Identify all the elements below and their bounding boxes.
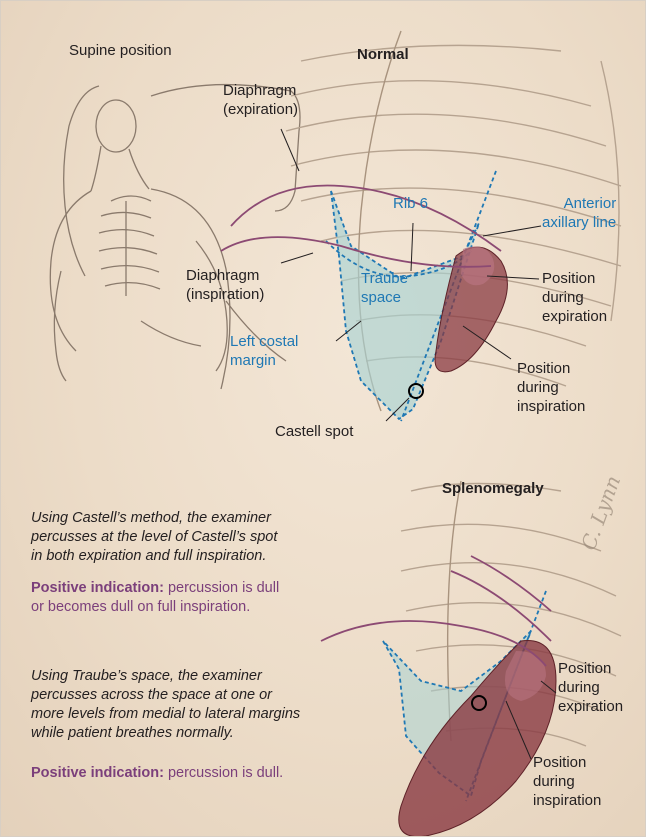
traube-positive-indication: Positive indication: percussion is dull.: [31, 764, 283, 783]
traube-method-text: Using Traube’s space, the examiner percu…: [31, 667, 300, 743]
castell-positive-label: Positive indication:: [31, 580, 164, 596]
normal-position-expiration-label: Position during expiration: [542, 269, 607, 326]
traube-positive-label: Positive indication:: [31, 765, 164, 781]
traube-space-label: Traube space: [361, 269, 408, 307]
diaphragm-expiration-label: Diaphragm (expiration): [223, 81, 298, 119]
normal-position-inspiration-label: Position during inspiration: [517, 359, 585, 416]
left-costal-margin-label: Left costal margin: [230, 332, 298, 370]
diaphragm-inspiration-label: Diaphragm (inspiration): [186, 266, 264, 304]
splenomegaly-title: Splenomegaly: [442, 479, 544, 498]
spleno-position-inspiration-label: Position during inspiration: [533, 753, 601, 810]
rib6-label: Rib 6: [393, 194, 428, 213]
normal-title: Normal: [357, 45, 409, 64]
spleno-position-expiration-label: Position during expiration: [558, 659, 623, 716]
traube-positive-text: percussion is dull.: [164, 765, 283, 781]
castell-spot-label: Castell spot: [275, 422, 353, 441]
castell-positive-indication: Positive indication: percussion is dull …: [31, 579, 279, 617]
anterior-axillary-line-label: Anterior axillary line: [542, 194, 616, 232]
supine-title: Supine position: [69, 41, 172, 60]
castell-method-text: Using Castell’s method, the examiner per…: [31, 509, 277, 566]
